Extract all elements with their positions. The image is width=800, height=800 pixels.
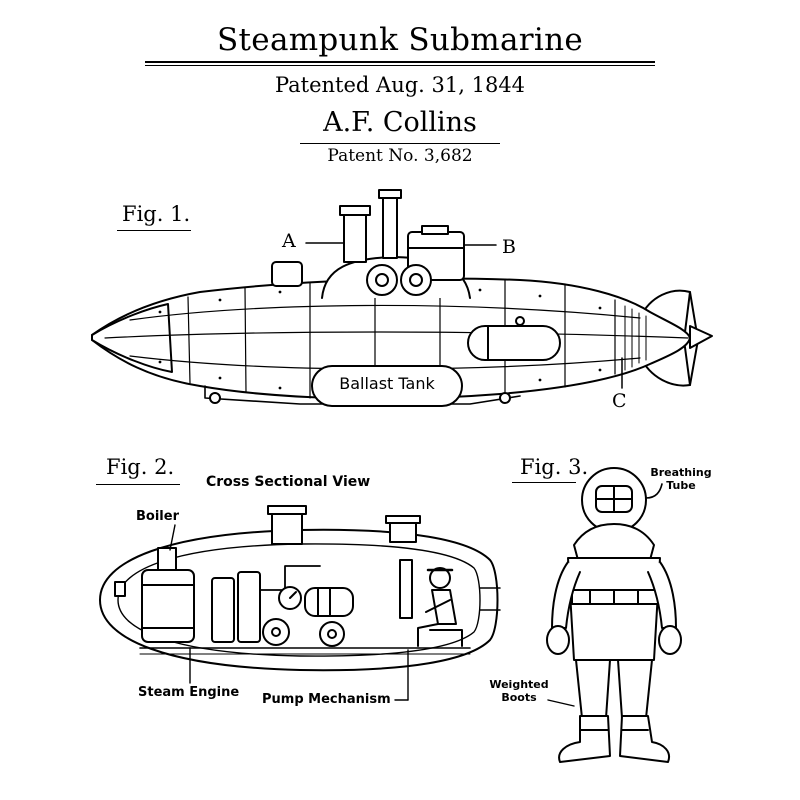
breathing-tube-line1: Breathing [650, 466, 712, 479]
steam-engine-label: Steam Engine [138, 685, 240, 700]
weighted-boots-label: Weighted Boots [486, 678, 552, 704]
weighted-boots-line2: Boots [501, 691, 537, 704]
boiler-label: Boiler [136, 509, 179, 524]
callout-b: B [502, 236, 516, 258]
callout-a: A [282, 230, 296, 252]
title-rule-bottom [145, 65, 655, 66]
cross-section-caption: Cross Sectional View [206, 474, 371, 490]
pump-mechanism-label: Pump Mechanism [262, 692, 391, 707]
callout-c: C [612, 390, 627, 412]
weighted-boots-line1: Weighted [489, 678, 549, 691]
diving-suit [546, 467, 682, 763]
figure3-label-rule [512, 482, 576, 483]
figure2-label-rule [96, 484, 180, 485]
submarine-side-view [91, 189, 713, 407]
patent-date: Patented Aug. 31, 1844 [274, 73, 526, 97]
breathing-tube-label: Breathing Tube [646, 466, 716, 492]
inventor-rule [300, 143, 500, 144]
cross-section-view [99, 505, 501, 701]
ballast-tank-label: Ballast Tank [339, 374, 435, 393]
figure1-label: Fig. 1. [122, 202, 191, 226]
figure2-label: Fig. 2. [106, 455, 175, 479]
figure3-label: Fig. 3. [520, 455, 589, 479]
page-title: Steampunk Submarine [217, 22, 583, 58]
inventor-name: A.F. Collins [323, 107, 477, 138]
figure1-label-rule [117, 230, 191, 231]
breathing-tube-line2: Tube [666, 479, 696, 492]
patent-number: Patent No. 3,682 [327, 146, 473, 166]
title-rule-top [145, 61, 655, 63]
